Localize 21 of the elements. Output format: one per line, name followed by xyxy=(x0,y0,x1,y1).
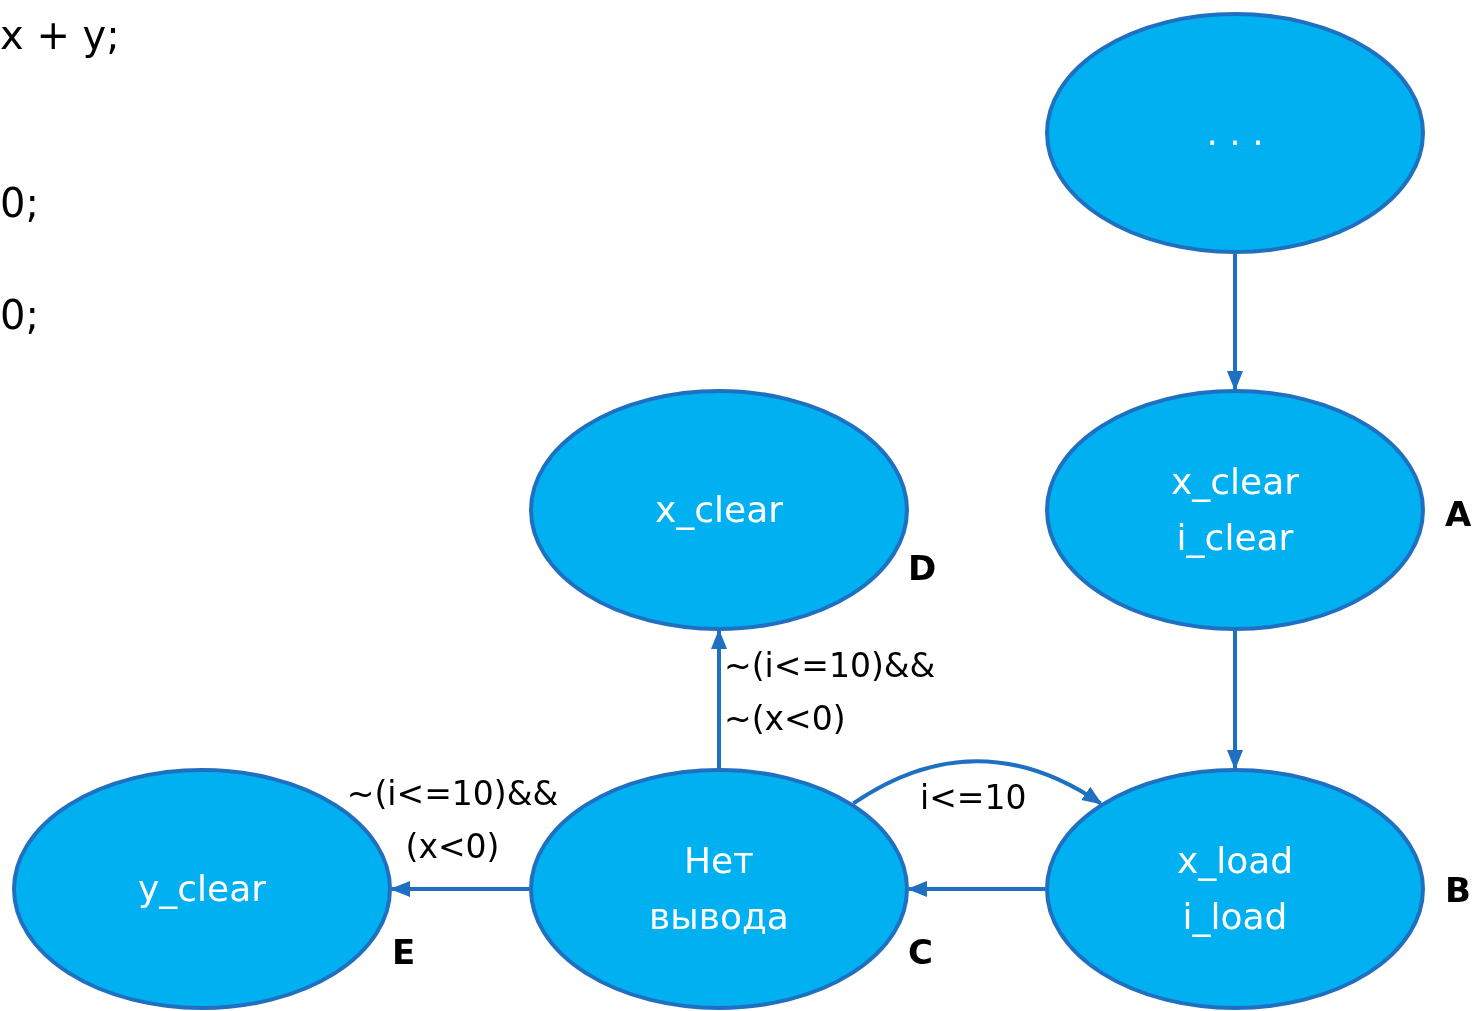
edge-label: ~(i<=10)&& (x<0) xyxy=(345,773,560,868)
state-name: . . . xyxy=(1205,111,1265,156)
state-name: x_clear xyxy=(653,488,785,533)
state-letter: E xyxy=(392,932,416,972)
state-name: y_clear xyxy=(136,867,268,912)
arrow xyxy=(1227,254,1243,391)
state-name: Нет вывода xyxy=(648,839,790,939)
arrow xyxy=(711,629,727,768)
code-line: x + y; xyxy=(0,12,120,58)
state-letter: C xyxy=(908,932,933,972)
state-name: x_load i_load xyxy=(1175,839,1295,939)
state-letter: B xyxy=(1445,870,1471,910)
state-letter: A xyxy=(1445,494,1472,534)
code-line: 0; xyxy=(0,292,39,338)
arrow xyxy=(1227,631,1243,770)
edge-label: ~(i<=10)&& ~(x<0) xyxy=(724,645,937,740)
edge-label: i<=10 xyxy=(920,777,1028,819)
arrow xyxy=(852,759,1103,806)
state-letter: D xyxy=(908,548,937,588)
state-name: x_clear i_clear xyxy=(1169,460,1301,560)
code-line: 0; xyxy=(0,180,39,226)
